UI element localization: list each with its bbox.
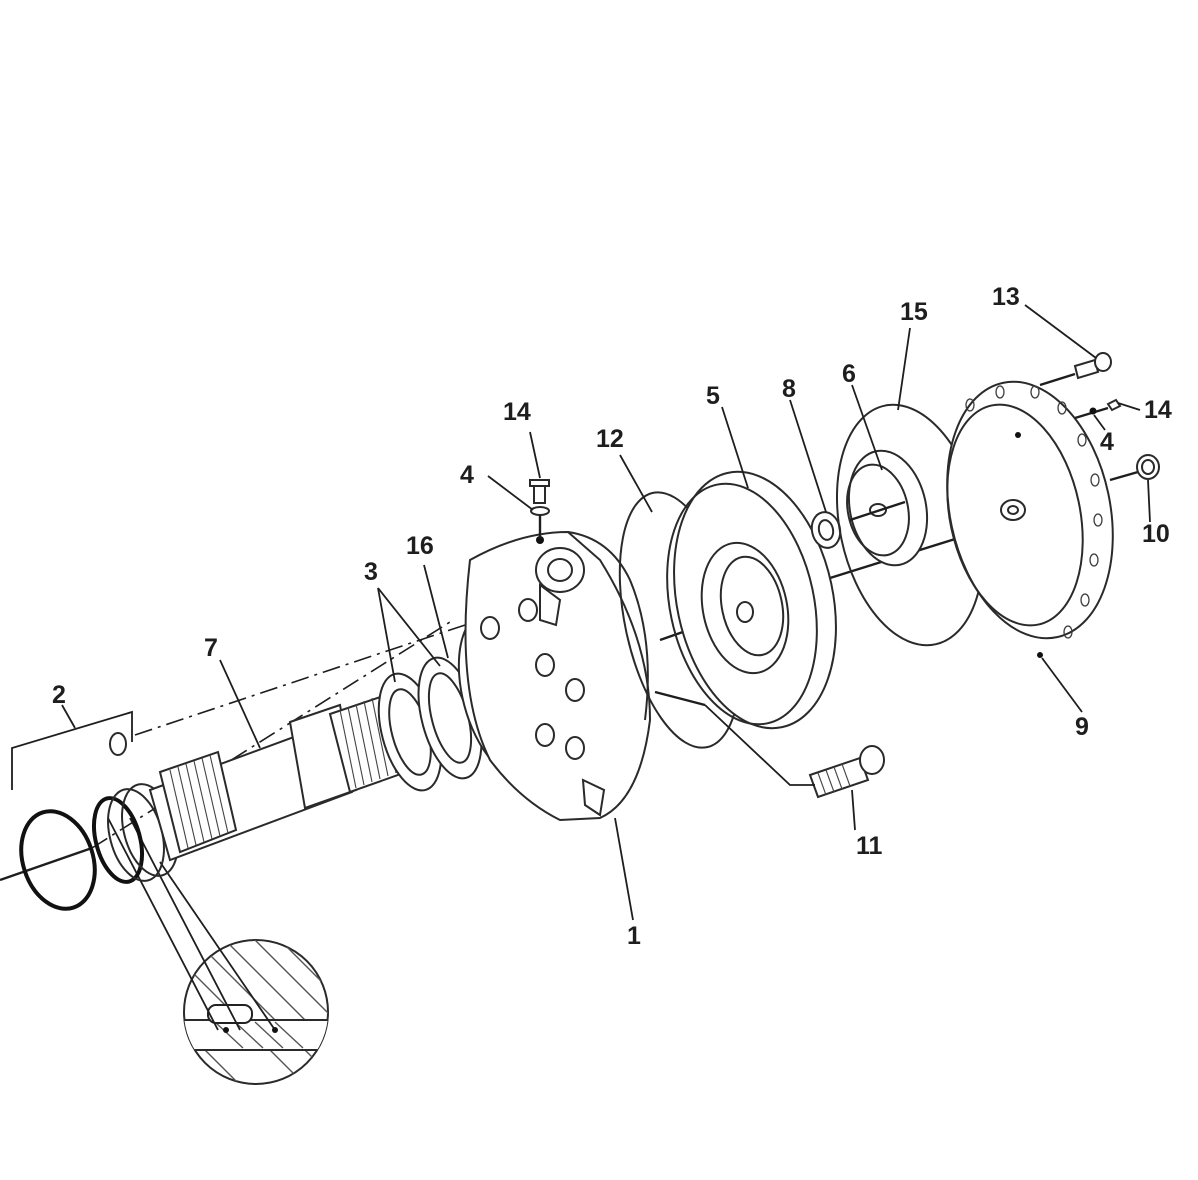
callout-1: 1 — [627, 922, 641, 950]
callout-labels: 1 2 3 4 4 5 6 7 8 9 10 11 12 13 14 14 15… — [52, 283, 1172, 950]
part-5-plate — [666, 470, 837, 730]
callout-12: 12 — [596, 425, 624, 453]
callout-16: 16 — [406, 532, 434, 560]
callout-3: 3 — [364, 558, 378, 586]
callout-15: 15 — [900, 298, 928, 326]
callout-7: 7 — [204, 634, 218, 662]
part-2-oring — [11, 704, 133, 911]
part-14-vent-right — [1074, 398, 1122, 420]
callout-6: 6 — [842, 360, 856, 388]
part-9-end-cover — [946, 380, 1114, 658]
part-10-plug — [1109, 454, 1160, 482]
callout-5: 5 — [706, 382, 720, 410]
seal-detail-inset — [107, 817, 329, 1085]
part-1-housing — [464, 530, 652, 822]
part-6-hub — [846, 449, 929, 567]
leader-lines — [219, 304, 1151, 921]
callout-9: 9 — [1075, 713, 1089, 741]
callout-14-right: 14 — [1144, 396, 1172, 424]
callout-4-top: 4 — [460, 461, 474, 489]
callout-13: 13 — [992, 283, 1020, 311]
callout-14-top: 14 — [503, 398, 531, 426]
callout-8: 8 — [782, 375, 796, 403]
callout-2: 2 — [52, 681, 66, 709]
part-8-washer — [810, 511, 842, 549]
part-11-bolt — [654, 690, 885, 799]
callout-4-right: 4 — [1100, 428, 1114, 456]
callout-10: 10 — [1142, 520, 1170, 548]
part-14-vent-top — [529, 479, 550, 538]
callout-11: 11 — [856, 832, 883, 860]
part-13-bolt — [1039, 352, 1112, 387]
